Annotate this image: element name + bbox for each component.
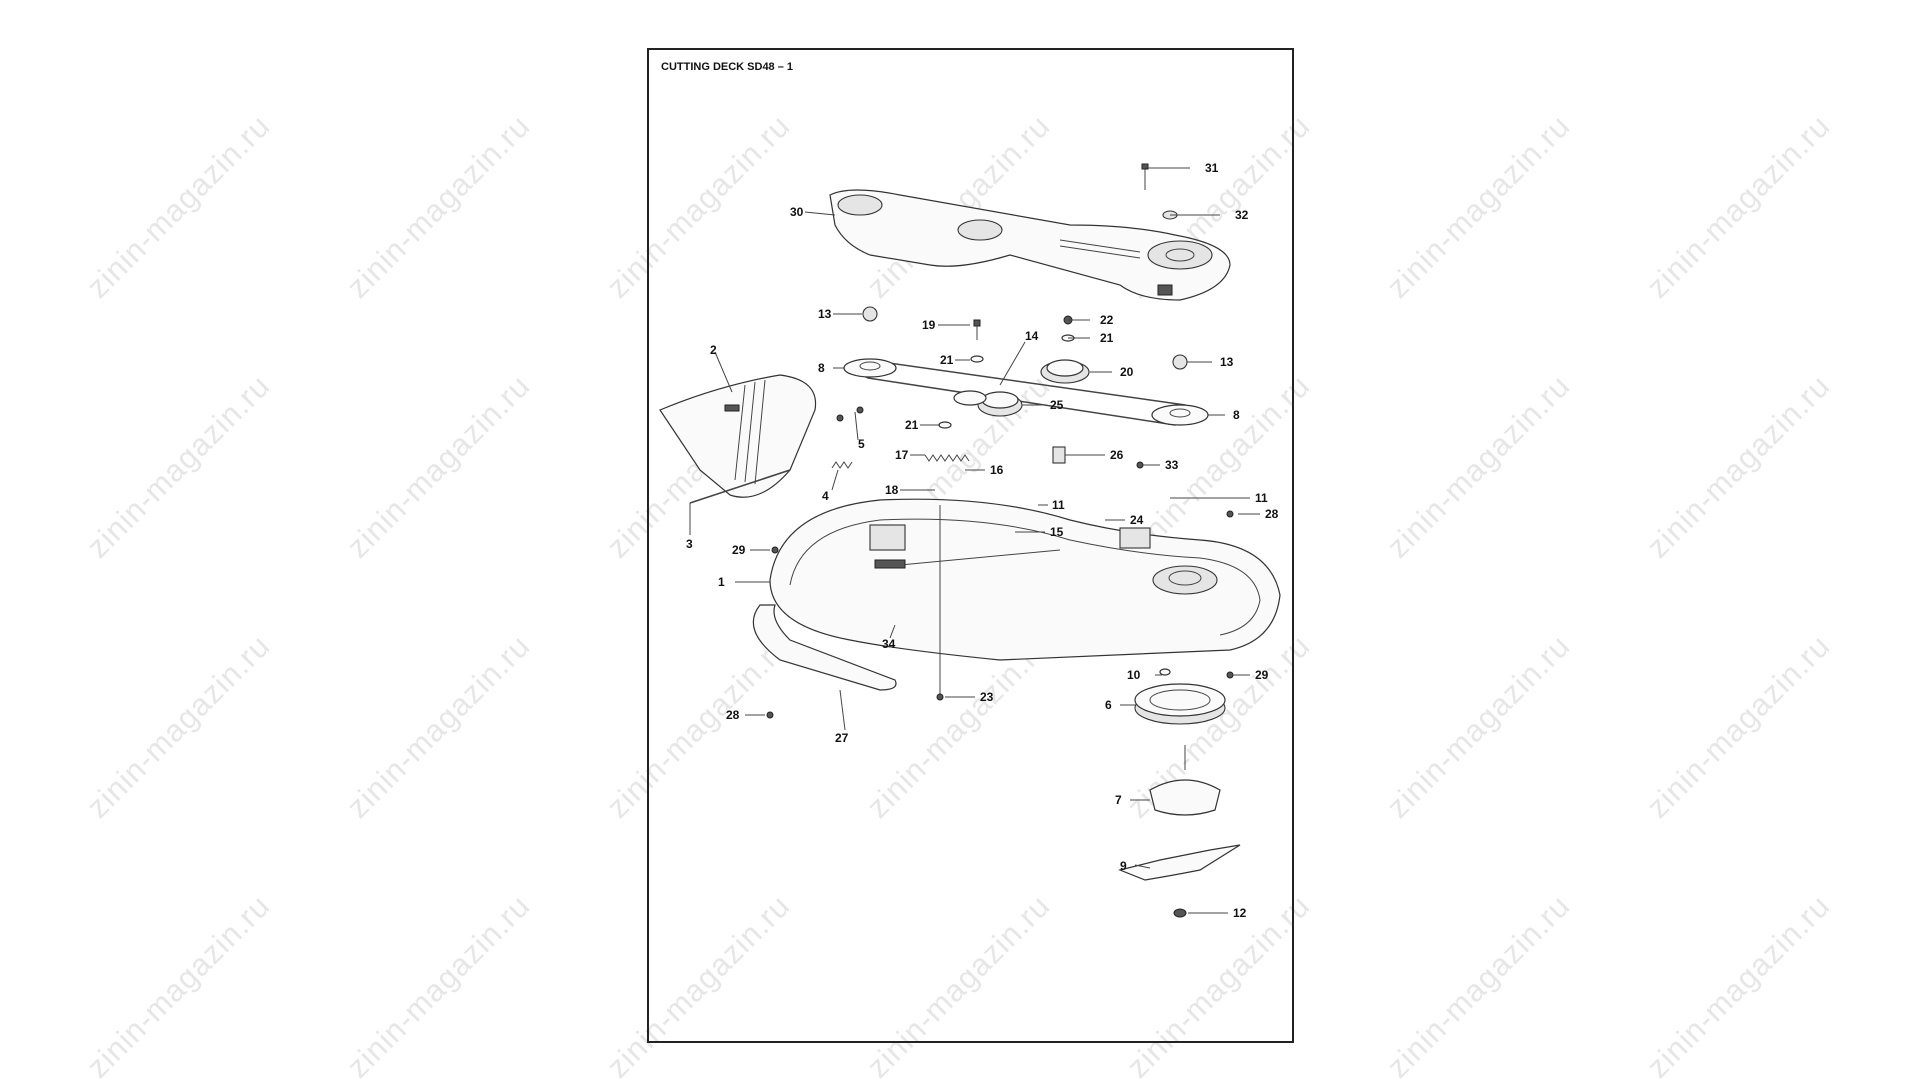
callout-label-32: 32 [1235,208,1249,222]
bolt-28b [766,711,774,719]
callout-label-18: 18 [885,483,899,497]
callout-label-22: 22 [1100,313,1114,327]
callout-label-27: 27 [835,731,849,745]
pulley-left-part [843,358,897,378]
belt-part [858,359,1192,426]
callout-label-8a: 8 [818,361,825,375]
tension-spring-part [924,454,970,462]
callout-label-1: 1 [718,575,725,589]
bolt-29a [771,546,779,554]
callout-label-34: 34 [882,637,896,651]
spindle-housing-part [1149,745,1221,816]
callout-label-29b: 29 [1255,668,1269,682]
pulley-small-part [953,390,987,406]
callout-label-17: 17 [895,448,909,462]
callout-label-33: 33 [1165,458,1179,472]
callout-label-26: 26 [1110,448,1124,462]
callout-label-25: 25 [1050,398,1064,412]
nut-13-left [862,306,878,322]
callout-label-9: 9 [1120,859,1127,873]
callout-label-21c: 21 [905,418,919,432]
callout-label-11b: 11 [1255,491,1268,505]
washer-21-b [970,355,984,363]
callout-label-6: 6 [1105,698,1112,712]
washer-21-c [938,421,952,429]
spindle-ring-part [1134,683,1226,725]
bolt-19 [973,319,981,340]
bolt-23 [936,505,944,701]
bolt-33 [1136,461,1144,469]
callout-label-10: 10 [1127,668,1141,682]
callout-label-23: 23 [980,690,994,704]
callout-label-13a: 13 [818,307,832,321]
idler-pulley-part [1040,359,1090,384]
callout-label-12: 12 [1233,906,1247,920]
callout-label-28a: 28 [1265,507,1279,521]
callout-label-13b: 13 [1220,355,1234,369]
chute-rod-part [689,469,791,504]
callout-label-29a: 29 [732,543,746,557]
pulley-right-part [1151,404,1209,426]
callout-label-24: 24 [1130,513,1144,527]
bolt-28a [1226,510,1234,518]
washer-10 [1159,668,1171,676]
bolt-part [1141,163,1149,190]
callout-label-2: 2 [710,343,717,357]
callout-label-8b: 8 [1233,408,1240,422]
callout-label-7: 7 [1115,793,1122,807]
callout-label-19: 19 [922,318,936,332]
callout-label-21b: 21 [1100,331,1114,345]
callout-label-28b: 28 [726,708,740,722]
callout-label-14: 14 [1025,329,1039,343]
callout-label-31: 31 [1205,161,1219,175]
callout-label-30: 30 [790,205,804,219]
callout-label-15: 15 [1050,525,1064,539]
callout-label-4: 4 [822,489,829,503]
callout-label-21a: 21 [940,353,954,367]
belt-cover-part [829,189,1231,301]
support-arm-part [752,604,897,691]
callout-label-16: 16 [990,463,1004,477]
discharge-chute-part [659,374,817,498]
callout-label-3: 3 [686,537,693,551]
diagram-sheet: CUTTING DECK SD48 – 1 [647,48,1294,1043]
bushing-part [1052,446,1066,464]
chute-bolts-part [836,406,864,422]
callout-label-20: 20 [1120,365,1134,379]
blade-part [1118,844,1241,881]
idler-pulley-25-part [977,391,1023,417]
callout-label-5: 5 [858,437,865,451]
bolt-29b [1226,671,1234,679]
chute-spring-part [831,461,853,469]
nut-13-right [1172,354,1188,370]
callout-label-11a: 11 [1052,498,1065,512]
deck-housing-part [769,498,1281,661]
diagram-title: CUTTING DECK SD48 – 1 [661,61,794,73]
blade-bolt-part [1173,908,1187,918]
